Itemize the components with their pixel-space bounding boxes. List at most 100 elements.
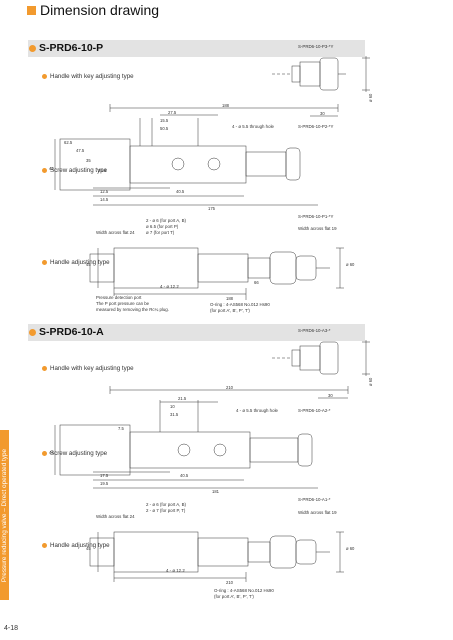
dim-p1-d1: 66 <box>254 280 259 285</box>
handle-neck <box>247 257 271 279</box>
part-number-a3: S-PRD6-10-A3-* <box>298 328 331 333</box>
side-tab <box>0 430 9 600</box>
part-number-a2: S-PRD6-10-A2-* <box>298 408 331 413</box>
dim-p2-h3: 50.5 <box>160 126 169 131</box>
oring-p1-b: (for port A', B', P', T') <box>210 308 250 313</box>
section-band-p <box>28 40 365 57</box>
subtype-label-p-handle: Handle adjusting type <box>42 259 110 266</box>
bullet-icon <box>42 260 47 265</box>
dim-p2-b2: 14.5 <box>100 197 109 202</box>
across-flat-a1-left: Width across flat 24 <box>96 514 135 519</box>
bullet-icon <box>29 44 36 52</box>
bullet-icon <box>42 366 47 371</box>
dim-p2-h2: 15.5 <box>160 118 169 123</box>
dim-a2-b1: 17.5 <box>100 473 109 478</box>
pressure-note-2: The P port pressure can be <box>96 301 150 306</box>
ports-p1-a: 2 - ø 6 (for port A, B) <box>146 218 187 223</box>
across-flat-p1-left: Width across flat 24 <box>96 230 135 235</box>
pressure-note-3: measured by removing the Rc¼ plug. <box>96 307 169 312</box>
key-housing <box>299 61 321 87</box>
dim-p2-end: 30 <box>320 111 325 116</box>
screw-block-side <box>59 138 131 191</box>
ports-p1-b: ø 6.5 (for port P) <box>146 224 179 229</box>
key-housing-a <box>299 345 321 371</box>
dim-a2-h2: 10 <box>170 404 175 409</box>
handle-block <box>113 247 199 289</box>
subtype-label-a-key: Handle with key adjusting type <box>42 365 134 372</box>
dim-p2-left: 44 <box>49 166 54 171</box>
part-number-p1: S-PRD6-10-P1-*Y <box>298 214 334 219</box>
page-number: 4-18 <box>4 625 19 632</box>
handle-end-a <box>89 537 115 567</box>
holes-p2: 4 - ø 5.5 through hole <box>232 124 274 129</box>
dim-p2-b1: 12.5 <box>100 189 109 194</box>
bullet-icon <box>42 74 47 79</box>
key-cap <box>319 57 339 91</box>
handle-neck-a <box>247 541 271 563</box>
title-square-icon <box>27 5 36 15</box>
dim-a2-h3: 31.5 <box>170 412 179 417</box>
subtype-label-a-screw: Screw adjusting type <box>42 450 107 457</box>
dim-p1-len: 188 <box>226 296 233 301</box>
side-tab-label: Pressure reducing valve – Direct operate… <box>1 448 8 582</box>
dim-a1-len: 210 <box>226 580 233 585</box>
dim-p2-v4: 25.4 <box>98 168 107 173</box>
across-flat-a1-right: Width across flat 19 <box>298 510 337 515</box>
subtype-label-p-key: Handle with key adjusting type <box>42 73 134 80</box>
bullet-icon <box>42 451 47 456</box>
across-flat-p1-right: Width across flat 19 <box>298 226 337 231</box>
ports-a1-a: 2 - ø 6 (for port A, B) <box>146 502 187 507</box>
screw-cap <box>285 147 301 181</box>
dim-a2-b4: 181 <box>212 489 219 494</box>
bullet-icon <box>29 328 36 336</box>
handle-block-a <box>113 531 199 573</box>
section-title-p: S-PRD6-10-P <box>29 42 103 54</box>
screw-cap-a <box>297 433 313 467</box>
pressure-note-1: Pressure detection port <box>96 295 142 300</box>
handle-body-a <box>197 537 249 567</box>
key-body <box>291 65 301 83</box>
screw-block-side-a <box>59 424 131 476</box>
dim-p2-b4: 175 <box>208 206 215 211</box>
dim-p2-overall: 188 <box>222 103 229 108</box>
oring-p1-a: O-ring : 4-AS568 No.012 Hs90 <box>210 302 270 307</box>
dim-p2-h1: 27.5 <box>168 110 177 115</box>
bullet-icon <box>42 168 47 173</box>
part-number-p3: S-PRD6-10-P3-*Y <box>298 44 334 49</box>
handle-knob <box>269 251 297 285</box>
section-title-a: S-PRD6-10-A <box>29 326 104 338</box>
part-number-a1: S-PRD6-10-A1-* <box>298 497 331 502</box>
key-body-a <box>291 349 301 367</box>
screw-body <box>245 151 287 177</box>
dim-p3-dia: ø 60 <box>368 93 373 102</box>
page-title: Dimension drawing <box>27 2 159 18</box>
dim-p1-h: 45 <box>86 262 91 267</box>
dim-p2-b3: 40.5 <box>176 189 185 194</box>
dim-a2-h1: 21.5 <box>178 396 187 401</box>
dim-a1-dia: ø 60 <box>346 546 355 551</box>
holes-p1: 4 - ø 12.2 <box>160 284 179 289</box>
dim-a3-dia: ø 60 <box>368 377 373 386</box>
handle-knob-a <box>269 535 297 569</box>
dim-a2-overall: 210 <box>226 385 233 390</box>
dim-a1-h: 45 <box>86 546 91 551</box>
dim-a2-left: 44 <box>49 450 54 455</box>
key-cap-a <box>319 341 339 375</box>
handle-end <box>89 253 115 283</box>
section-band-a <box>28 324 365 341</box>
bullet-icon <box>42 543 47 548</box>
handle-body <box>197 253 249 283</box>
subtype-label-a-handle: Handle adjusting type <box>42 542 110 549</box>
screw-body-a <box>249 437 299 463</box>
dim-a2-b2: 19.5 <box>100 481 109 486</box>
part-number-p2: S-PRD6-10-P2-*Y <box>298 124 334 129</box>
oring-a1-a: O-ring : 4-AS568 No.012 Hs90 <box>214 588 274 593</box>
ports-a1-b: 2 - ø 7 (for port P, T) <box>146 508 186 513</box>
holes-a1: 4 - ø 12.2 <box>166 568 185 573</box>
dim-p2-v3: 35 <box>86 158 91 163</box>
ports-p1-c: ø 7 (for port T) <box>146 230 175 235</box>
dim-p2-v1: 62.5 <box>64 140 73 145</box>
dim-a2-h4: 7.5 <box>118 426 124 431</box>
dim-p1-dia: ø 60 <box>346 262 355 267</box>
